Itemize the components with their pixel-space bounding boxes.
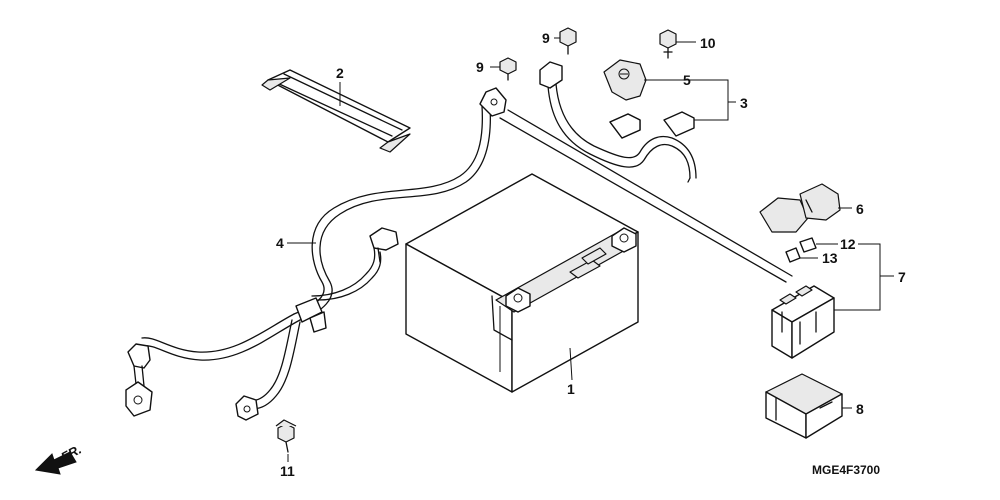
fuse-13 xyxy=(785,247,801,263)
positive-cable xyxy=(499,109,793,283)
callout-9-right: 9 xyxy=(542,30,550,46)
relay-cover xyxy=(759,183,841,233)
bolt-9-right xyxy=(559,27,577,55)
callout-10: 10 xyxy=(700,35,716,51)
callout-13: 13 xyxy=(822,250,838,266)
callout-9-left: 9 xyxy=(476,59,484,75)
callout-7: 7 xyxy=(898,269,906,285)
callout-8: 8 xyxy=(856,401,864,417)
front-direction-arrow: FR. xyxy=(34,442,84,475)
callout-4: 4 xyxy=(276,235,284,251)
callout-6: 6 xyxy=(856,201,864,217)
bolt-11 xyxy=(275,419,297,453)
relay-case xyxy=(765,373,843,439)
starter-cable xyxy=(539,61,697,183)
leader-lines xyxy=(287,37,894,462)
callout-11: 11 xyxy=(280,463,295,479)
battery xyxy=(405,173,639,393)
drawing-code: MGE4F3700 xyxy=(812,463,880,477)
callout-3: 3 xyxy=(740,95,748,111)
bolt-10 xyxy=(659,29,677,59)
battery-strap xyxy=(261,69,411,153)
callout-5: 5 xyxy=(683,72,691,88)
fuse-12 xyxy=(799,237,817,253)
negative-cable xyxy=(125,87,507,421)
callout-2: 2 xyxy=(336,65,344,81)
starter-relay xyxy=(771,285,835,359)
callout-12: 12 xyxy=(840,236,856,252)
terminal-cover xyxy=(603,59,647,101)
bolt-9-left xyxy=(499,57,517,81)
callout-1: 1 xyxy=(567,381,575,397)
